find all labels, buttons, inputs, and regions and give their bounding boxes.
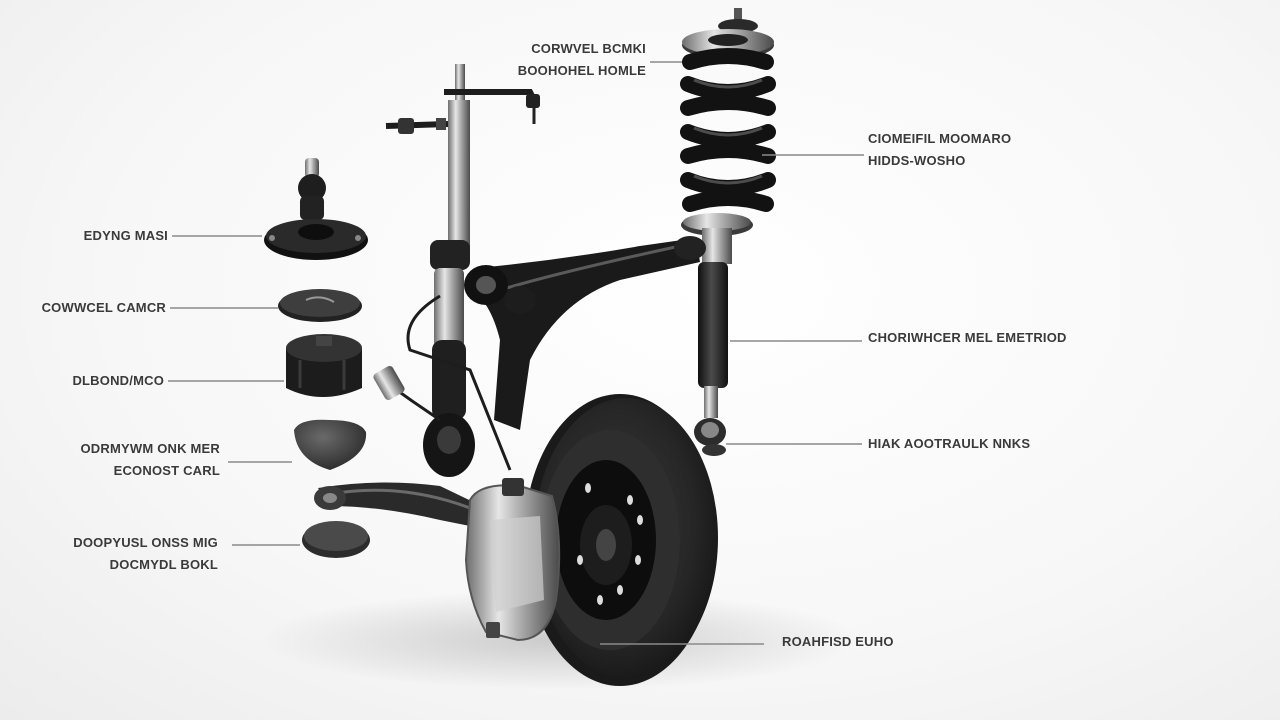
label-lower-mount-text: HIAK AOOTRAULK NNKS xyxy=(868,436,1031,451)
label-ball-joint-text: EDYNG MASI xyxy=(83,228,168,243)
label-ball-joint: EDYNG MASI xyxy=(20,225,168,247)
coil-spring-assembly xyxy=(680,8,776,264)
label-top-mount-line1: CORWVEL BCMKI xyxy=(531,41,646,56)
leader-lines xyxy=(168,61,864,645)
label-coil-spring-line2: HIDDS-WOSHO xyxy=(868,153,966,168)
label-bushing: DLBOND/MCO xyxy=(14,370,164,392)
label-coil-spring: CIOMEIFIL MOOMARO HIDDS-WOSHO xyxy=(868,128,1011,172)
label-control-arm-line1: ODRMYWM ONK MER xyxy=(80,441,220,456)
label-lower-pad-line1: DOOPYUSL ONSS MIG xyxy=(73,535,218,550)
label-brake-rotor: ROAHFISD EUHO xyxy=(782,631,894,653)
lower-pad-disc xyxy=(302,521,370,558)
label-shock-absorber-text: CHORIWHCER MEL EMETRIOD xyxy=(868,330,1067,345)
label-top-mount-line2: BOOHOHEL HOMLE xyxy=(517,63,646,78)
label-lower-pad-line2: DOCMYDL BOKL xyxy=(109,557,218,572)
label-control-arm-line2: ECONOST CARL xyxy=(113,463,220,478)
label-shock-absorber: CHORIWHCER MEL EMETRIOD xyxy=(868,327,1067,349)
label-coil-spring-line1: CIOMEIFIL MOOMARO xyxy=(868,131,1012,146)
label-control-arm: ODRMYWM ONK MER ECONOST CARL xyxy=(20,438,220,482)
label-control-cover: COWWCEL CAMCR xyxy=(14,297,166,319)
lower-control-arm xyxy=(314,482,490,530)
rubber-pad xyxy=(294,419,367,470)
upper-control-arm xyxy=(464,236,706,430)
label-control-cover-text: COWWCEL CAMCR xyxy=(41,300,166,315)
brake-caliper xyxy=(464,478,561,642)
bushing-block xyxy=(286,334,362,397)
label-top-mount: CORWVEL BCMKI BOOHOHEL HOMLE xyxy=(470,38,646,82)
control-cover-disc xyxy=(278,289,362,322)
label-brake-rotor-text: ROAHFISD EUHO xyxy=(782,634,894,649)
brake-rotor xyxy=(524,394,718,686)
label-bushing-text: DLBOND/MCO xyxy=(72,373,164,388)
label-lower-pad: DOOPYUSL ONSS MIG DOCMYDL BOKL xyxy=(20,532,218,576)
hose-fitting xyxy=(373,365,405,401)
ball-joint-mount xyxy=(264,158,368,260)
label-lower-mount: HIAK AOOTRAULK NNKS xyxy=(868,433,1030,455)
shock-absorber xyxy=(694,262,728,456)
